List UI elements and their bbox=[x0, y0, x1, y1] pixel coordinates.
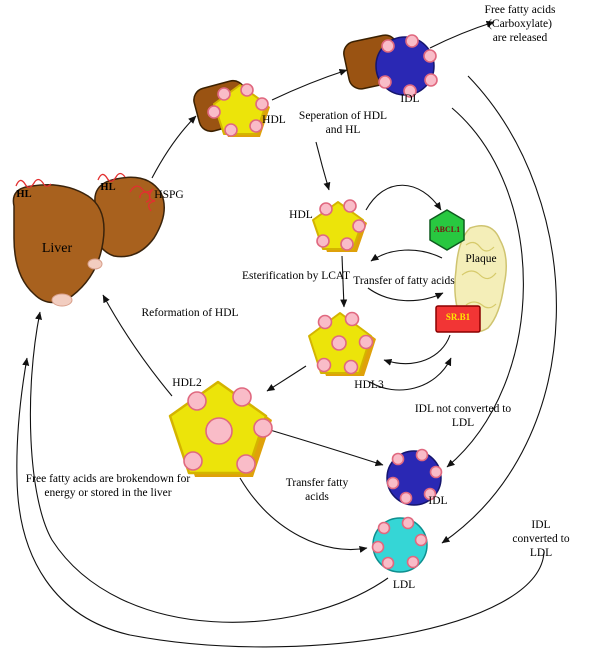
liver-vessel bbox=[51, 293, 73, 307]
hdl-mid-dots bbox=[316, 199, 366, 251]
ldl-dots bbox=[371, 516, 428, 570]
arrow-hdl2-to-liver bbox=[102, 294, 173, 397]
arrow-idl-converted-curve bbox=[441, 75, 557, 544]
liver-right-lobe bbox=[94, 176, 165, 258]
plaque-texture bbox=[461, 270, 497, 280]
plaque-texture bbox=[465, 241, 495, 252]
liver-left-lobe bbox=[12, 184, 105, 304]
arrow-hdl3-to-srb1 bbox=[369, 357, 452, 391]
ldl-particle bbox=[371, 516, 428, 573]
arrow-hdl2-to-ldl bbox=[239, 477, 368, 553]
hdl-top-dots bbox=[207, 83, 269, 137]
arrow-hdl-to-srb1 bbox=[367, 287, 444, 302]
liver-vessel bbox=[87, 258, 103, 270]
arrow-liver-to-hdl bbox=[151, 115, 197, 179]
arrow-outer-bottom-curve bbox=[16, 357, 545, 648]
hspg-squiggle bbox=[129, 185, 156, 212]
arrow-esterification-down bbox=[340, 255, 348, 308]
arrows-layer bbox=[16, 20, 557, 648]
idl-bottom-dots bbox=[386, 448, 443, 505]
hdl-mid-particle bbox=[312, 199, 367, 252]
liver-illustration bbox=[12, 172, 165, 307]
hl-squiggle-right bbox=[97, 172, 126, 182]
hl-squiggle-left bbox=[15, 178, 52, 188]
hdl3-particle bbox=[308, 311, 376, 376]
hspg-curl bbox=[139, 191, 151, 203]
arrow-ldl-to-liver-curve bbox=[29, 311, 389, 623]
arrow-hdl2-to-idl bbox=[269, 429, 384, 467]
hdl2-particle bbox=[168, 380, 273, 477]
hdl-top-particle bbox=[193, 79, 270, 137]
idl-bottom-particle bbox=[386, 448, 443, 506]
idl-top-particle bbox=[343, 34, 438, 98]
abcl1-receptor bbox=[429, 209, 465, 251]
arrow-idl-not-converted-curve bbox=[446, 107, 524, 468]
arrow-hdl-to-idl bbox=[271, 68, 348, 101]
arrow-abcl1-to-hdl bbox=[370, 249, 443, 262]
arrow-hdl3-to-hdl2 bbox=[266, 365, 307, 392]
arrow-idl-to-release bbox=[429, 20, 495, 49]
idl-top-dots bbox=[378, 34, 438, 98]
hdl3-dots bbox=[316, 311, 374, 375]
plaque-texture bbox=[465, 301, 497, 309]
arrow-srb1-to-hdl3 bbox=[383, 334, 451, 366]
hdl2-dots bbox=[183, 387, 273, 474]
arrow-separation-down bbox=[315, 141, 331, 191]
srb1-receptor bbox=[435, 305, 481, 333]
arrow-hdl-to-abcl1 bbox=[365, 184, 442, 211]
